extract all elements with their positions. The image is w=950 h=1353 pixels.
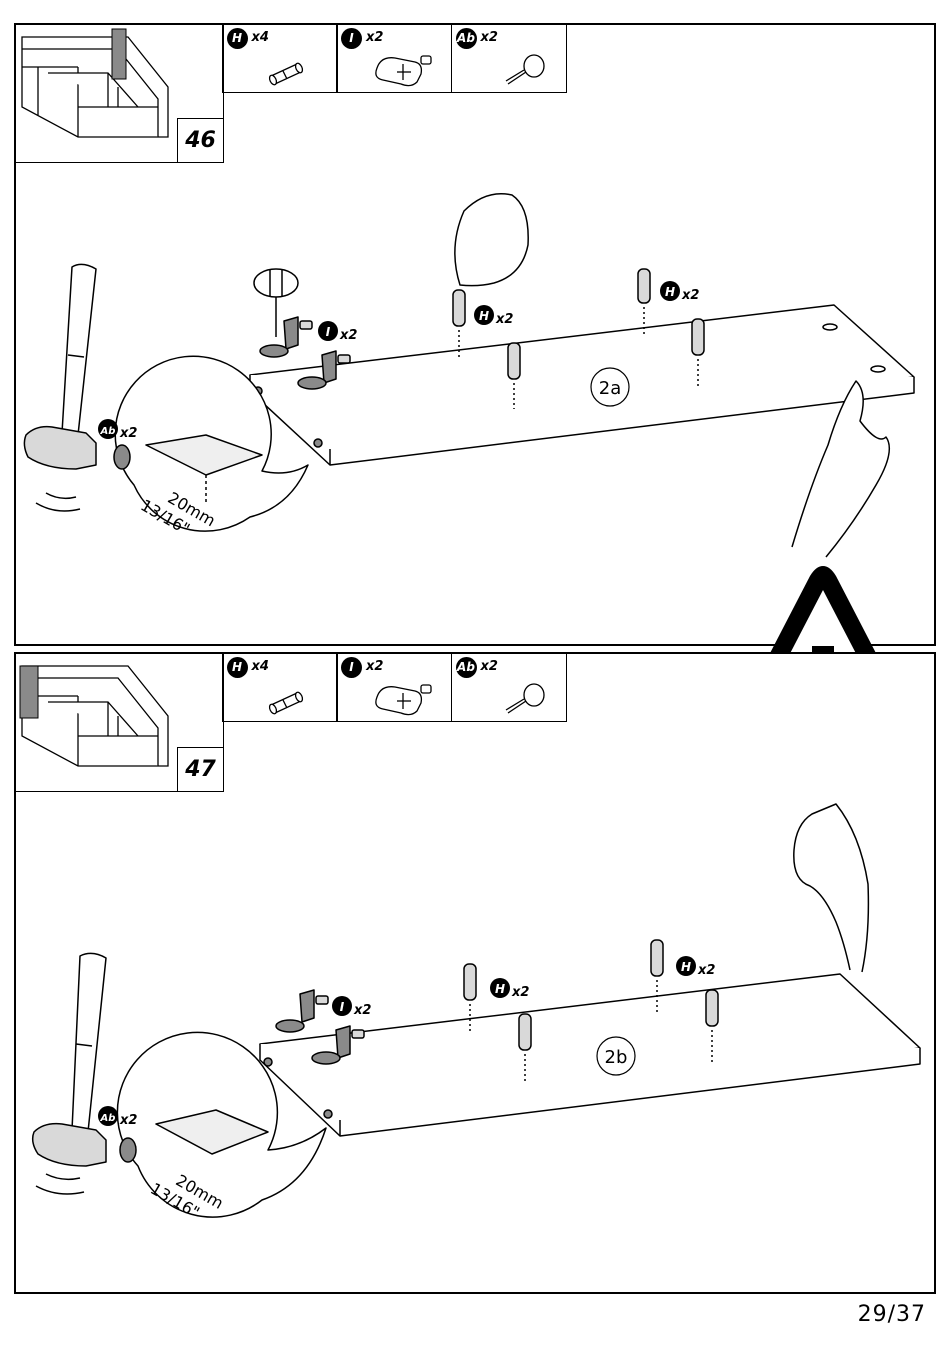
dowel-icon: [453, 290, 465, 359]
hammer-icon: [33, 953, 106, 1194]
svg-text:H: H: [495, 982, 505, 996]
svg-text:x2: x2: [511, 985, 529, 1000]
shelf-support-icon: [276, 990, 328, 1032]
svg-text:H: H: [479, 309, 489, 323]
glide-icon: [120, 1138, 136, 1162]
shelf-support-icon: [260, 317, 312, 357]
svg-text:x2: x2: [119, 426, 137, 441]
svg-text:x2: x2: [681, 288, 699, 303]
sub-step-marker: 2a: [591, 368, 629, 406]
svg-text:x2: x2: [119, 1113, 137, 1128]
svg-text:x2: x2: [353, 1003, 371, 1018]
svg-text:H: H: [681, 960, 691, 974]
callout-dowel: H x2: [474, 305, 513, 327]
step-46-panel: 46 H x4 I x2: [14, 23, 936, 646]
hand-icon: [455, 194, 528, 286]
svg-text:I: I: [326, 325, 331, 339]
svg-text:I: I: [340, 1000, 345, 1014]
svg-text:2b: 2b: [605, 1047, 628, 1068]
callout-support: I x2: [318, 321, 357, 343]
assembly-illustration-47: 2b I x2 H x2 H x2 Ab x2 20mm 13/16": [16, 654, 936, 1294]
svg-text:x2: x2: [697, 963, 715, 978]
glide-icon: [114, 445, 130, 469]
callout-support: I x2: [332, 996, 371, 1018]
sub-step-marker: 2b: [597, 1037, 635, 1075]
assembly-illustration-46: 2a I x2 H x2 H x2 Ab x2 20mm 13/16": [16, 25, 936, 645]
step-47-panel: 47 H x4 I x2: [14, 652, 936, 1294]
callout-dowel: H x2: [676, 956, 715, 978]
hand-icon: [794, 804, 869, 972]
callout-dowel: H x2: [490, 978, 529, 1000]
page-number: 29/37: [858, 1302, 926, 1327]
callout-dowel: H x2: [660, 281, 699, 303]
svg-text:x2: x2: [495, 312, 513, 327]
svg-text:x2: x2: [339, 328, 357, 343]
svg-text:Ab: Ab: [100, 426, 116, 437]
svg-text:2a: 2a: [599, 378, 621, 399]
svg-text:H: H: [665, 285, 675, 299]
hammer-icon: [24, 264, 96, 511]
hand-icon: [792, 381, 889, 557]
svg-text:Ab: Ab: [100, 1113, 116, 1124]
